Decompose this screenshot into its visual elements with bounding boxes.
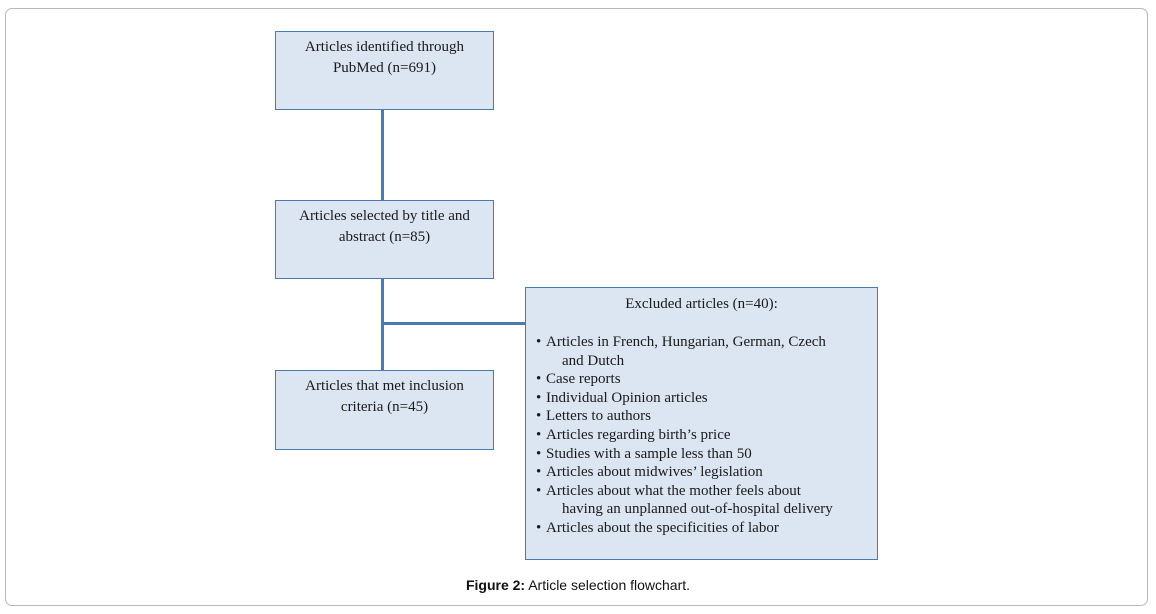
connector-identified-to-selected: [381, 109, 384, 201]
bullet-icon: •: [536, 445, 542, 462]
excluded-item-text: Articles about the specificities of labo…: [546, 519, 779, 536]
figure-frame: [5, 8, 1148, 606]
excluded-item: • Articles regarding birth’s price: [536, 426, 869, 445]
excluded-item-text: Case reports: [546, 371, 621, 388]
connector-to-excluded: [383, 322, 526, 325]
excluded-item: • Articles about what the mother feels a…: [536, 482, 869, 519]
bullet-icon: •: [536, 389, 542, 406]
excluded-item-text: Articles in French, Hungarian, German, C…: [546, 334, 826, 350]
figure-caption: Figure 2: Article selection flowchart.: [0, 577, 1156, 593]
excluded-item: • Individual Opinion articles: [536, 389, 869, 408]
excluded-item-continuation: and Dutch: [562, 352, 625, 369]
excluded-item: • Articles about midwives’ legislation: [536, 463, 869, 482]
bullet-icon: •: [536, 426, 542, 443]
box-articles-selected-label: Articles selected by title and abstract …: [299, 208, 470, 245]
box-articles-included-label: Articles that met inclusion criteria (n=…: [305, 378, 464, 415]
bullet-icon: •: [536, 408, 542, 425]
bullet-icon: •: [536, 371, 542, 388]
caption-label: Figure 2:: [465, 577, 526, 593]
excluded-item-text: Articles regarding birth’s price: [546, 426, 731, 443]
bullet-icon: •: [536, 482, 542, 499]
excluded-title: Excluded articles (n=40):: [625, 296, 778, 312]
excluded-item: • Case reports: [536, 370, 869, 389]
box-articles-identified-label: Articles identified through PubMed (n=69…: [304, 39, 465, 76]
bullet-icon: •: [536, 334, 542, 350]
excluded-list: • Articles in French, Hungarian, German,…: [526, 333, 877, 538]
excluded-item-text: Articles about midwives’ legislation: [546, 464, 763, 481]
excluded-item: • Letters to authors: [536, 407, 869, 426]
box-articles-selected: Articles selected by title and abstract …: [275, 200, 494, 279]
excluded-item-text: Articles about what the mother feels abo…: [546, 482, 801, 499]
excluded-item-text: Letters to authors: [546, 408, 651, 425]
box-articles-identified: Articles identified through PubMed (n=69…: [275, 31, 494, 110]
excluded-item: • Articles in French, Hungarian, German,…: [536, 333, 869, 370]
bullet-icon: •: [536, 519, 542, 536]
excluded-item-continuation: having an unplanned out-of-hospital deli…: [562, 501, 833, 518]
connector-selected-to-included: [381, 278, 384, 371]
excluded-item: • Articles about the specificities of la…: [536, 519, 869, 538]
box-excluded-articles: Excluded articles (n=40): • Articles in …: [525, 287, 878, 560]
excluded-item-text: Individual Opinion articles: [546, 389, 708, 406]
excluded-item: • Studies with a sample less than 50: [536, 445, 869, 464]
bullet-icon: •: [536, 464, 542, 481]
excluded-item-text: Studies with a sample less than 50: [546, 445, 752, 462]
caption-text: Article selection flowchart.: [525, 577, 691, 593]
box-articles-included: Articles that met inclusion criteria (n=…: [275, 370, 494, 450]
